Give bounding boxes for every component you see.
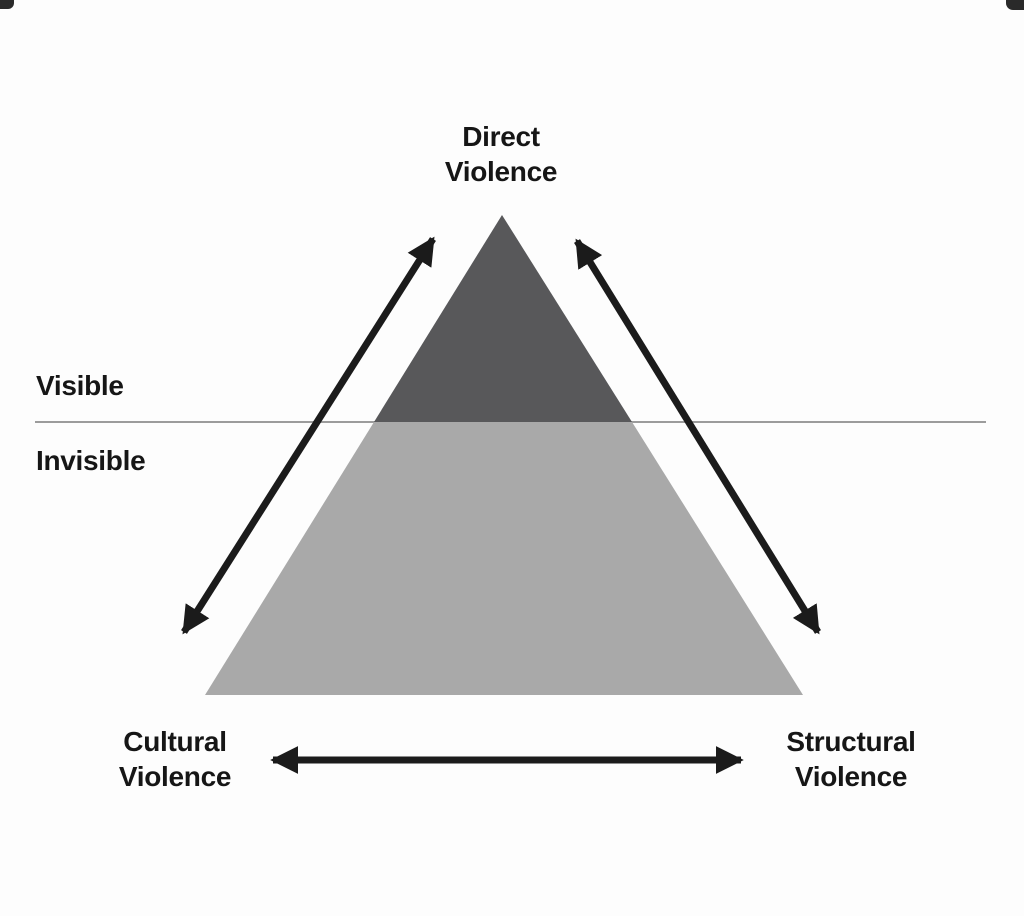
scan-artifact-top-left xyxy=(0,0,14,9)
direct-structural-double-arrow xyxy=(574,238,821,635)
direct-violence-label: Direct Violence xyxy=(444,121,558,187)
structural-violence-label: Structural Violence xyxy=(786,726,916,792)
visible-label: Visible xyxy=(36,370,124,401)
triangle-upper-visible-region xyxy=(374,215,632,422)
cultural-violence-label: Cultural Violence xyxy=(118,726,232,792)
invisible-label: Invisible xyxy=(36,445,146,476)
scan-artifact-top-right xyxy=(1006,0,1024,10)
direct-cultural-double-arrow xyxy=(181,236,436,635)
